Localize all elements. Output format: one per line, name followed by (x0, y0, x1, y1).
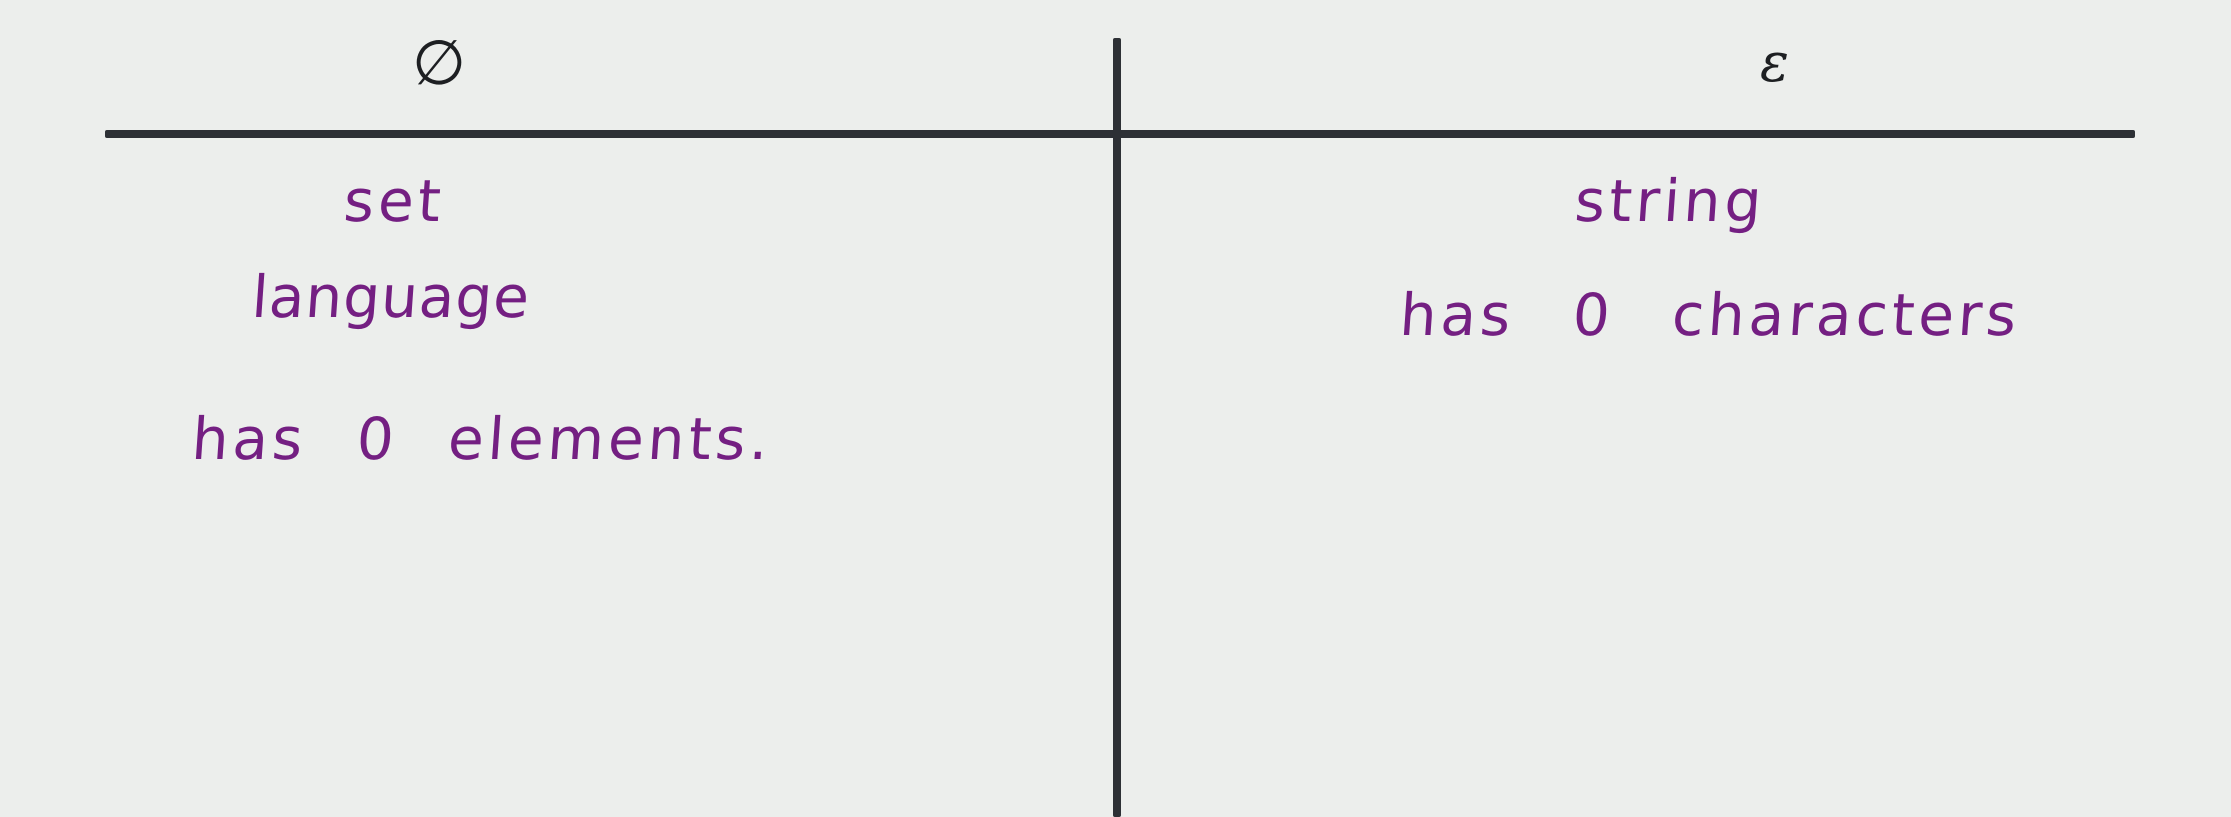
left-note-set: set (341, 167, 448, 235)
left-note-elements: has 0 elements. (189, 405, 775, 473)
right-note-characters: has 0 characters (1397, 281, 2023, 349)
left-note-language: language (249, 263, 533, 331)
vertical-rule (1113, 38, 1121, 817)
right-column-header: ε (1760, 31, 1789, 94)
left-column-header: ∅ (412, 26, 467, 99)
right-note-string: string (1572, 167, 1768, 235)
